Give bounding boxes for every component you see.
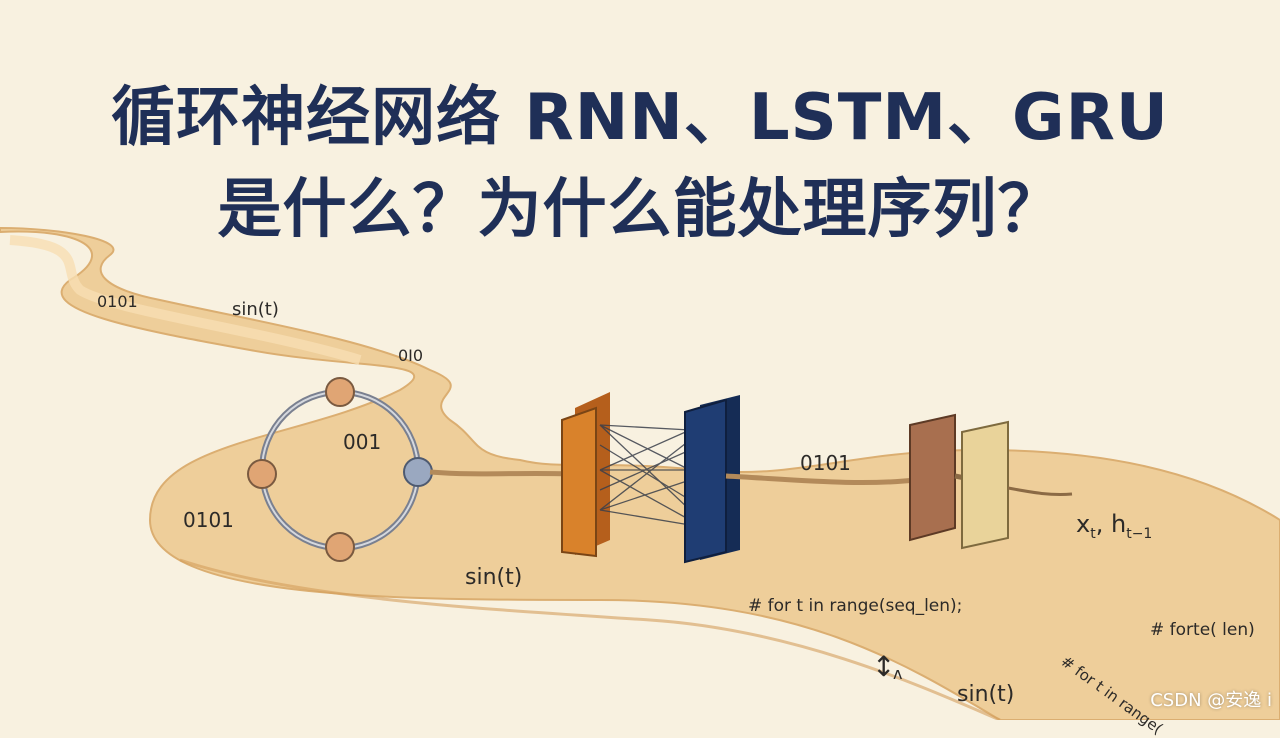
ring-node-top [325, 377, 355, 407]
input-x: x [1076, 510, 1091, 538]
ring-node-bottom [325, 532, 355, 562]
watermark: CSDN @安逸 i [1150, 690, 1272, 711]
input-x-sub: t [1090, 525, 1096, 542]
sequence-path-illustration [0, 226, 1280, 720]
sequence-path-highlight [9, 235, 362, 365]
recurrent-ring [247, 377, 433, 562]
path-label-mirrored: 0I0 [398, 346, 424, 365]
path-label-sin-3: sin(t) [957, 682, 1015, 707]
dense-connections [599, 424, 691, 526]
ring-node-right [403, 457, 433, 487]
input-comma: , [1095, 510, 1104, 538]
cream-gate-block [961, 420, 1009, 550]
sequence-path-edge [179, 558, 1001, 720]
path-label-binary-3: 0101 [800, 451, 851, 475]
path-label-binary-2: 0101 [183, 508, 234, 532]
path-label-binary-1: 0101 [97, 292, 138, 311]
path-label-sin-1: sin(t) [232, 299, 279, 320]
sequence-path [0, 226, 1280, 720]
input-wire [1007, 486, 1073, 497]
connector-rod-1 [429, 469, 571, 477]
connector-rod-2 [725, 473, 916, 486]
blue-layer-block [684, 395, 740, 564]
title-line-2: 是什么？为什么能处理序列？ [217, 173, 1063, 247]
illustration-canvas: 循环神经网络 RNN、LSTM、GRU 是什么？为什么能处理序列？ 0101 s… [0, 81, 1280, 738]
input-h: h [1110, 510, 1127, 538]
up-down-arrow-icon: ↕ [872, 650, 896, 683]
arrow-mark: ʌ [893, 664, 903, 683]
title-line-1: 循环神经网络 RNN、LSTM、GRU [111, 81, 1169, 155]
ring-label: 001 [343, 430, 382, 454]
code-snippet-main: # for t in range(seq_len); [748, 596, 963, 616]
orange-layer-block [561, 392, 610, 558]
path-label-sin-2: sin(t) [465, 565, 523, 590]
ring-node-left [247, 459, 277, 489]
input-notation: xt, ht−1 [1076, 510, 1152, 542]
input-h-sub: t−1 [1126, 525, 1153, 542]
code-snippet-right: # forte( len) [1150, 620, 1255, 640]
brown-gate-block [909, 413, 956, 542]
